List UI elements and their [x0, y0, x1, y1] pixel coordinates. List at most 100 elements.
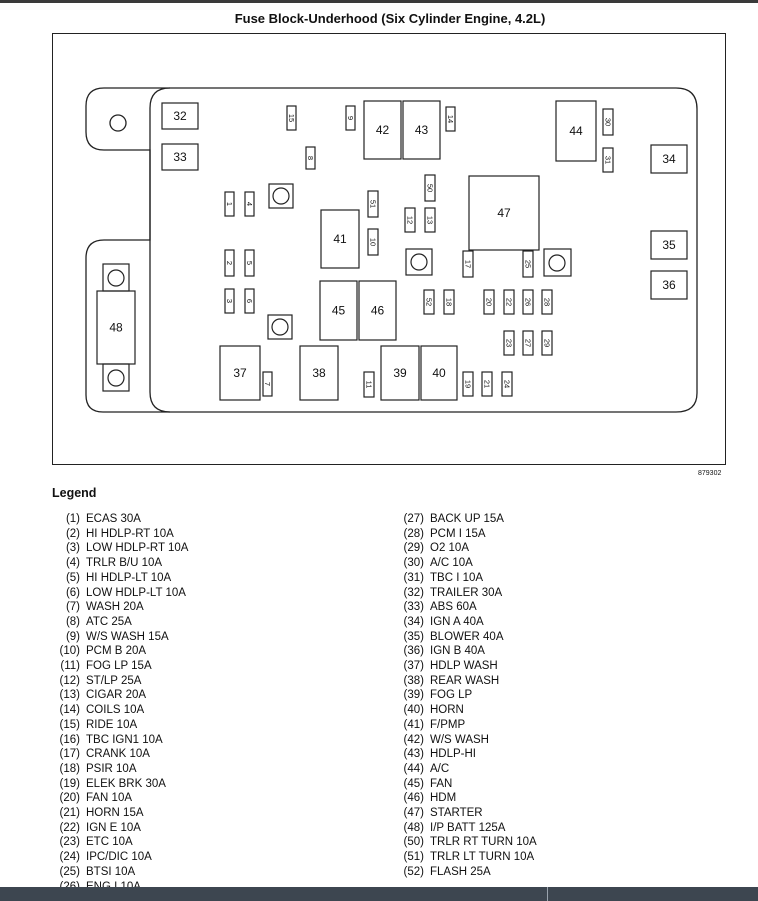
fuse-slot-14: 14 [445, 106, 456, 132]
legend-entry-number: (18) [59, 762, 80, 775]
fuse-slot-number: 1 [225, 202, 234, 206]
fuse-slot-number: 32 [173, 109, 187, 123]
fuse-slot-number: 52 [425, 298, 434, 306]
fuse-slot-outline [445, 106, 456, 132]
fuse-slot-number: 8 [306, 156, 315, 160]
legend-entry-10: (10)PCM B 20A [50, 644, 188, 659]
legend-entry-46: (46)HDM [394, 791, 537, 806]
fuse-slot-number: 24 [503, 380, 512, 388]
fuse-slot-11: 11 [363, 371, 375, 398]
fuse-slot-outline [262, 371, 273, 397]
legend-entry-25: (25)BTSI 10A [50, 865, 188, 880]
fuse-slot-number: 7 [263, 382, 272, 386]
fuse-slot-number: 4 [245, 202, 254, 206]
fuse-slot-number: 2 [225, 261, 234, 265]
fuse-slot-23: 23 [503, 330, 515, 356]
fuse-slot-outline [503, 330, 515, 356]
fuse-slot-number: 44 [569, 124, 583, 138]
legend-entry-label: IPC/DIC 10A [86, 851, 152, 864]
fuse-slot-number: 9 [346, 116, 355, 120]
legend-entry-27: (27)BACK UP 15A [394, 512, 537, 527]
fuse-block-inner-edge [149, 87, 171, 413]
fuse-slot-36: 36 [650, 270, 688, 300]
legend-entry-32: (32)TRAILER 30A [394, 586, 537, 601]
legend-entry-label: WASH 20A [86, 601, 144, 614]
legend-entry-number: (29) [403, 542, 424, 555]
legend-entry-11: (11)FOG LP 15A [50, 659, 188, 674]
legend-entry-label: RIDE 10A [86, 718, 138, 731]
toolbar-segment [547, 887, 758, 901]
legend-entry-51: (51)TRLR LT TURN 10A [394, 850, 537, 865]
legend-entry-52: (52)FLASH 25A [394, 865, 537, 880]
fuse-slot-number: 12 [406, 216, 415, 224]
legend-entry-label: HORN [430, 704, 464, 717]
legend-entry-label: HDM [430, 792, 457, 805]
legend-entry-label: BTSI 10A [86, 865, 136, 878]
legend-entry-label: ST/LP 25A [86, 674, 142, 687]
legend-entry-6: (6)LOW HDLP-LT 10A [50, 586, 188, 601]
fuse-slot-51: 51 [367, 190, 379, 218]
fuse-slot-number: 45 [332, 304, 346, 318]
legend-entry-14: (14) COILS 10A [50, 703, 188, 718]
legend-entry-label: BLOWER 40A [430, 630, 504, 643]
fuse-slot-outline [443, 289, 455, 315]
fuse-slot-outline [161, 102, 199, 130]
legend-entry-number: (51) [403, 851, 424, 864]
legend-entry-label: ABS 60A [430, 601, 477, 614]
fuse-slot-outline [522, 250, 534, 278]
legend-entry-number: (7) [65, 601, 80, 614]
fuse-slot-number: 15 [287, 114, 296, 122]
legend-entry-number: (16) [59, 733, 80, 746]
legend-entry-number: (31) [403, 571, 424, 584]
fuse-slot-number: 40 [432, 366, 446, 380]
fuse-slot-number: 33 [173, 150, 187, 164]
fuse-slot-outline [602, 108, 614, 136]
legend-entry-43: (43)HDLP-HI [394, 747, 537, 762]
fuse-slot-number: 35 [662, 238, 676, 252]
fuse-slot-25: 25 [522, 250, 534, 278]
fuse-slot-outline [650, 230, 688, 260]
fuse-slot-number: 21 [483, 380, 492, 388]
legend-entry-label: IGN B 40A [430, 645, 485, 658]
legend-entry-label: PSIR 10A [86, 762, 137, 775]
fuse-slot-number: 3 [225, 299, 234, 303]
fuse-slot-outline [367, 190, 379, 218]
legend-entry-number: (14) [59, 704, 80, 717]
fuse-slot-outline [96, 290, 136, 365]
legend-entry-number: (27) [403, 513, 424, 525]
legend-entry-number: (1) [65, 513, 80, 525]
fuse-slot-52: 52 [423, 289, 435, 315]
legend-entry-label: STARTER [430, 807, 483, 820]
legend-entry-31: (31)TBC I 10A [394, 571, 537, 586]
fuse-slot-7: 7 [262, 371, 273, 397]
bolt-terminal [405, 248, 433, 276]
fuse-slot-outline [224, 249, 235, 277]
legend-column-left: (1)ECAS 30A(2)HI HDLP-RT 10A(3)LOW HDLP-… [50, 512, 189, 894]
legend-entry-label: FOG LP [430, 689, 473, 702]
legend-entry-label: PCM I 15A [430, 527, 486, 540]
legend-entry-number: (19) [59, 777, 80, 790]
legend-entry-label: FAN 10A [86, 792, 133, 805]
fuse-slot-number: 10 [369, 238, 378, 246]
fuse-slot-39: 39 [380, 345, 420, 401]
legend-entry-label: LOW HDLP-RT 10A [86, 542, 189, 555]
legend-entry-label: HDLP-HI [430, 748, 477, 761]
legend-entry-label: COILS 10A [86, 704, 145, 717]
legend-entry-label: FOG LP 15A [86, 660, 152, 673]
fuse-slot-48: 48 [96, 290, 136, 365]
fuse-slot-outline [299, 345, 339, 401]
fuse-slot-34: 34 [650, 144, 688, 174]
fuse-slot-2: 2 [224, 249, 235, 277]
fuse-slot-number: 23 [505, 339, 514, 347]
battery-fuse-terminal [102, 363, 130, 392]
legend-entry-7: (7) WASH 20A [50, 600, 188, 615]
legend-entry-number: (12) [59, 674, 80, 687]
legend-entry-number: (24) [59, 851, 80, 864]
legend-entry-number: (22) [59, 821, 80, 834]
fuse-slot-outline [305, 146, 316, 170]
diagram-title: Fuse Block-Underhood (Six Cylinder Engin… [234, 11, 546, 26]
legend-entry-34: (34)IGN A 40A [394, 615, 537, 630]
fuse-slot-5: 5 [244, 249, 255, 277]
legend-column-right: (27)BACK UP 15A(28)PCM I 15A(29)O2 10A(3… [394, 512, 537, 880]
fuse-slot-number: 19 [464, 380, 473, 388]
